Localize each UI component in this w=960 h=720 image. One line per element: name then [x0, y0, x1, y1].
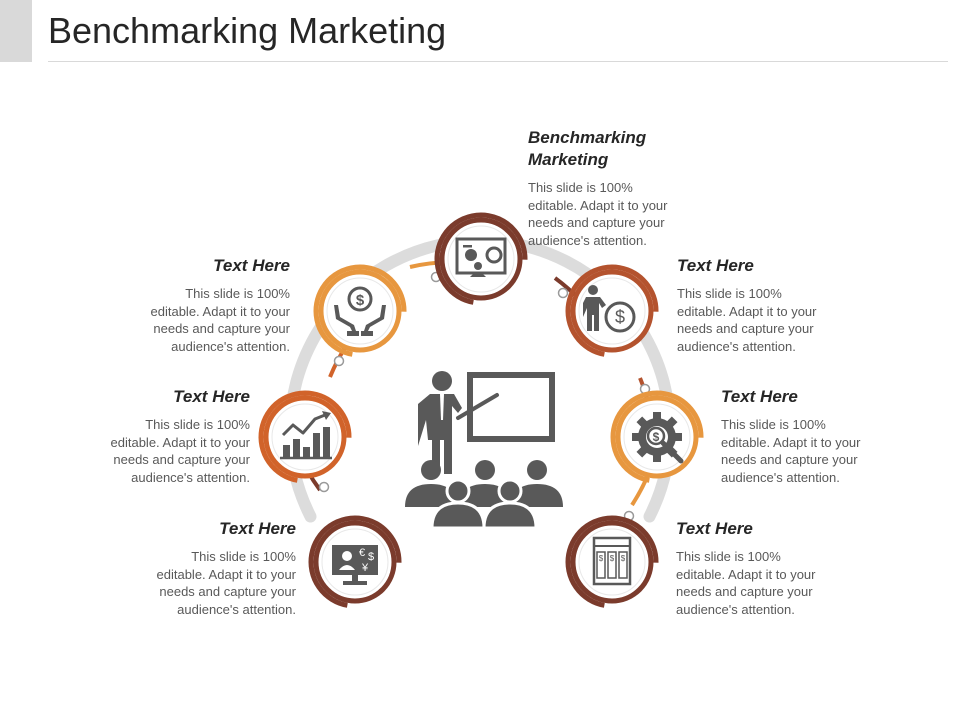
block-lower-left: Text Here This slide is 100% editable. A…	[116, 518, 296, 618]
bar-chart-trend-icon	[280, 411, 332, 460]
block-middle-right: Text Here This slide is 100% editable. A…	[721, 386, 901, 486]
page-title: Benchmarking Marketing	[48, 10, 447, 51]
connector-dot	[318, 481, 330, 493]
block-body: This slide is 100% editable. Adapt it to…	[528, 180, 668, 248]
monitor-currency-icon: €$¥	[332, 545, 378, 585]
title-accent-bar	[0, 0, 32, 62]
block-upper-left: Text Here This slide is 100% editable. A…	[110, 255, 290, 355]
svg-text:$: $	[356, 292, 365, 309]
presentation-board-chart-icon	[455, 237, 507, 277]
svg-text:$: $	[621, 554, 626, 563]
title-divider	[48, 61, 948, 62]
block-middle-left: Text Here This slide is 100% editable. A…	[70, 386, 250, 486]
block-body: This slide is 100% editable. Adapt it to…	[677, 286, 817, 354]
node-upper-left: $	[313, 264, 407, 358]
svg-text:$: $	[610, 554, 615, 563]
block-body: This slide is 100% editable. Adapt it to…	[676, 549, 816, 617]
block-body: This slide is 100% editable. Adapt it to…	[156, 549, 296, 617]
svg-text:$: $	[653, 430, 660, 444]
block-heading: Text Here	[219, 519, 296, 538]
node-middle-right: $	[610, 390, 704, 484]
block-heading: Benchmarking Marketing	[528, 128, 647, 169]
svg-text:$: $	[615, 307, 625, 327]
node-top	[434, 212, 528, 306]
svg-text:$: $	[599, 554, 604, 563]
block-body: This slide is 100% editable. Adapt it to…	[721, 417, 861, 485]
connector-dot	[333, 355, 345, 367]
block-heading: Text Here	[677, 256, 754, 275]
node-middle-left	[258, 390, 352, 484]
svg-text:€: €	[359, 547, 365, 559]
svg-text:$: $	[368, 551, 374, 563]
node-lower-right: $ $ $	[565, 515, 659, 609]
hands-dollar-icon: $	[334, 286, 386, 336]
presentation-audience-icon	[405, 371, 563, 530]
dollar-document-icon: $ $ $	[592, 536, 632, 586]
connector-dot	[557, 287, 569, 299]
block-top: Benchmarking Marketing This slide is 100…	[528, 127, 703, 249]
block-lower-right: Text Here This slide is 100% editable. A…	[676, 518, 856, 618]
businessman-dollar-icon: $	[583, 285, 636, 333]
block-body: This slide is 100% editable. Adapt it to…	[110, 417, 250, 485]
block-heading: Text Here	[173, 387, 250, 406]
block-body: This slide is 100% editable. Adapt it to…	[150, 286, 290, 354]
block-upper-right: Text Here This slide is 100% editable. A…	[677, 255, 857, 355]
gear-dollar-search-icon: $	[632, 412, 684, 464]
node-lower-left: €$¥	[308, 515, 402, 609]
svg-text:¥: ¥	[361, 562, 369, 574]
block-heading: Text Here	[676, 519, 753, 538]
block-heading: Text Here	[721, 387, 798, 406]
block-heading: Text Here	[213, 256, 290, 275]
